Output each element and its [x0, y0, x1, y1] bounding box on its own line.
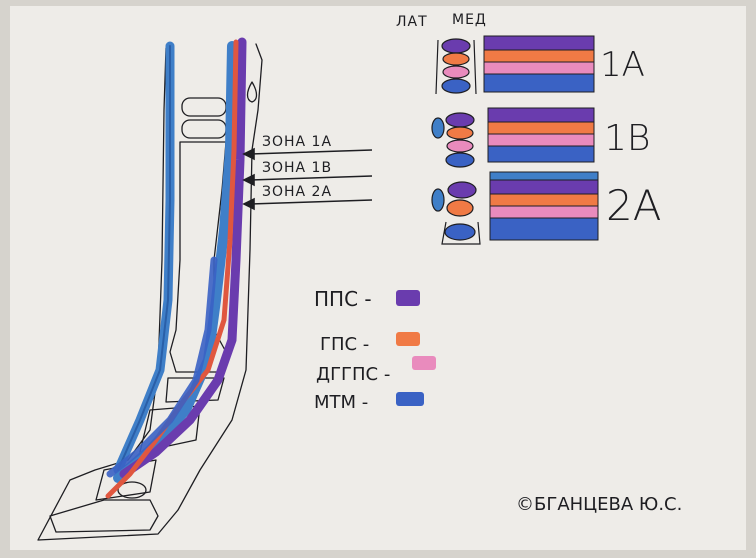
- stripe-block-1a: [484, 36, 594, 92]
- zone-2a-code: 2А: [606, 181, 661, 230]
- legend-swatch-dggps: [412, 356, 436, 370]
- stripe-1b-pps: [488, 108, 594, 122]
- section-2a-gps: [447, 200, 473, 216]
- section-1b-lat-vessel: [432, 118, 444, 138]
- section-1b-mtm: [446, 153, 474, 167]
- legend-label-mtm: МТМ -: [314, 392, 368, 413]
- section-1b-pps: [446, 113, 474, 127]
- stripe-1a-mtm: [484, 74, 594, 92]
- stripe-2a-dggps: [490, 206, 598, 218]
- section-1a-mtm: [442, 79, 470, 93]
- stripe-1a-dggps: [484, 62, 594, 74]
- stripe-1b-dggps: [488, 134, 594, 146]
- section-2a-mtm: [445, 224, 475, 240]
- legend-swatch-pps: [396, 290, 420, 306]
- stripe-1b-gps: [488, 122, 594, 134]
- stripe-1a-pps: [484, 36, 594, 50]
- stripe-block-2a: [490, 172, 598, 240]
- section-1a-pps: [442, 39, 470, 53]
- legend-swatch-gps: [396, 332, 420, 346]
- stripe-1a-gps: [484, 50, 594, 62]
- author-credit: ©БГАНЦЕВА Ю.С.: [516, 494, 682, 515]
- section-2a-pps: [448, 182, 476, 198]
- lateral-label: ЛАТ: [396, 14, 428, 30]
- stripe-1b-mtm: [488, 146, 594, 162]
- legend-label-gps: ГПС -: [320, 334, 369, 355]
- section-2a-lat-vessel: [432, 189, 444, 211]
- stripe-block-1b: [488, 108, 594, 162]
- section-1b-dggps: [447, 140, 473, 152]
- section-1a-dggps: [443, 66, 469, 78]
- legend-swatch-mtm: [396, 392, 424, 406]
- stripe-2a-mtm: [490, 218, 598, 240]
- stripe-2a-pps: [490, 180, 598, 194]
- section-1b-gps: [447, 127, 473, 139]
- stripe-2a-gps: [490, 194, 598, 206]
- stripe-2a-blue-top: [490, 172, 598, 180]
- zone-1a-code: 1А: [600, 45, 645, 85]
- legend-label-dggps: ДГГПС -: [316, 364, 390, 385]
- zone-1a-label: ЗОНА 1А: [262, 134, 332, 150]
- legend-label-pps: ППС -: [314, 287, 372, 311]
- medial-label: МЕД: [452, 12, 487, 28]
- zone-2a-label: ЗОНА 2А: [262, 184, 332, 200]
- zone-1b-code: 1В: [604, 118, 650, 159]
- section-1a-gps: [443, 53, 469, 65]
- zone-1b-label: ЗОНА 1В: [262, 160, 332, 176]
